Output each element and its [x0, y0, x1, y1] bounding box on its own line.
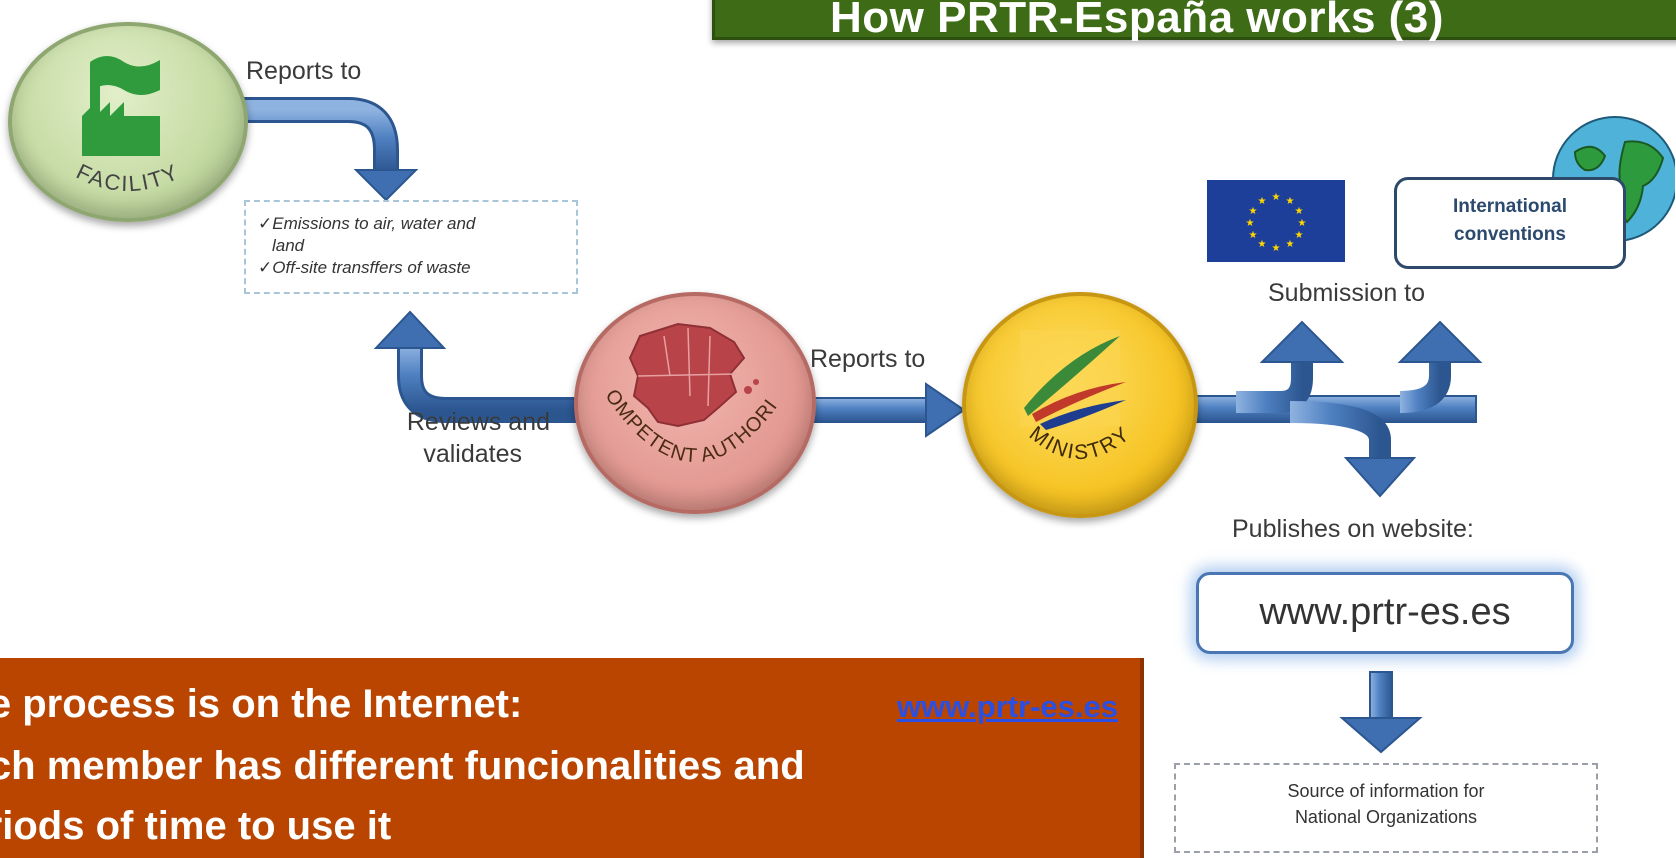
submission-label: Submission to	[1268, 279, 1426, 307]
svg-text:★: ★	[1246, 218, 1255, 229]
svg-text:★: ★	[1295, 230, 1304, 241]
page-title: How PRTR-España works (3)	[830, 0, 1444, 42]
emissions-item: ✓Off-site transffers of waste	[258, 258, 471, 277]
facility-reports-label: Reports to	[246, 57, 362, 85]
source-line1: Source of information for	[1287, 781, 1485, 801]
ministry-logo-icon: MINISTRY	[1020, 330, 1135, 464]
ministry-publish-arrow	[1289, 401, 1417, 498]
svg-text:★: ★	[1258, 239, 1267, 250]
ministry-node: MINISTRY	[962, 292, 1198, 518]
banner-line3: periods of time to use it	[0, 804, 392, 848]
ministry-circle-label: MINISTRY	[1025, 422, 1133, 464]
facility-circle-label: FACILITY	[73, 159, 182, 197]
competent-authority-node: COMPETENT AUTHORITY	[574, 292, 816, 514]
source-line2: National Organizations	[1294, 807, 1478, 827]
authority-reports-label: Reports to	[810, 345, 926, 373]
reviews-label-line2: validates	[423, 440, 522, 468]
emissions-box: ✓Emissions to air, water and land ✓Off-s…	[244, 200, 578, 294]
international-conventions-box: International conventions	[1394, 177, 1626, 269]
banner-line2: Each member has different funcionalities…	[0, 744, 805, 788]
svg-text:★: ★	[1295, 206, 1304, 217]
website-url[interactable]: www.prtr-es.es	[1259, 591, 1511, 633]
spain-map-icon: COMPETENT AUTHORITY	[578, 296, 781, 467]
facility-node: FACILITY	[8, 22, 248, 222]
reviews-label-line1: Reviews and	[406, 408, 550, 436]
svg-text:★: ★	[1286, 239, 1295, 250]
source-box: Source of information for National Organ…	[1174, 763, 1598, 853]
svg-text:★: ★	[1249, 206, 1258, 217]
eu-flag-icon: ★ ★ ★ ★ ★ ★ ★ ★ ★ ★ ★ ★	[1207, 180, 1345, 262]
svg-text:★: ★	[1249, 230, 1258, 241]
svg-text:MINISTRY: MINISTRY	[1025, 422, 1135, 464]
emissions-item: ✓Emissions to air, water and	[258, 214, 476, 233]
bottom-banner: The process is on the Internet: www.prtr…	[0, 658, 1144, 858]
svg-text:★: ★	[1272, 192, 1281, 203]
intl-line2: conventions	[1454, 224, 1566, 245]
intl-line1: International	[1452, 196, 1567, 217]
svg-text:FACILITY: FACILITY	[73, 159, 184, 197]
factory-icon: FACILITY	[73, 56, 184, 197]
svg-text:★: ★	[1298, 218, 1307, 229]
svg-text:★: ★	[1286, 196, 1295, 207]
title-banner: How PRTR-España works (3)	[712, 0, 1676, 42]
svg-text:★: ★	[1258, 196, 1267, 207]
website-to-source-arrow	[1339, 671, 1423, 754]
emissions-item: land	[272, 236, 305, 255]
publishes-label: Publishes on website:	[1232, 515, 1474, 543]
svg-text:★: ★	[1272, 243, 1281, 254]
authority-to-ministry-arrow	[805, 382, 966, 438]
banner-website-link[interactable]: www.prtr-es.es	[896, 689, 1118, 724]
website-box[interactable]: www.prtr-es.es	[1196, 572, 1574, 654]
banner-line1: The process is on the Internet:	[0, 682, 523, 726]
facility-to-emissions-arrow	[236, 97, 419, 202]
authority-to-emissions-arrow	[373, 310, 580, 423]
